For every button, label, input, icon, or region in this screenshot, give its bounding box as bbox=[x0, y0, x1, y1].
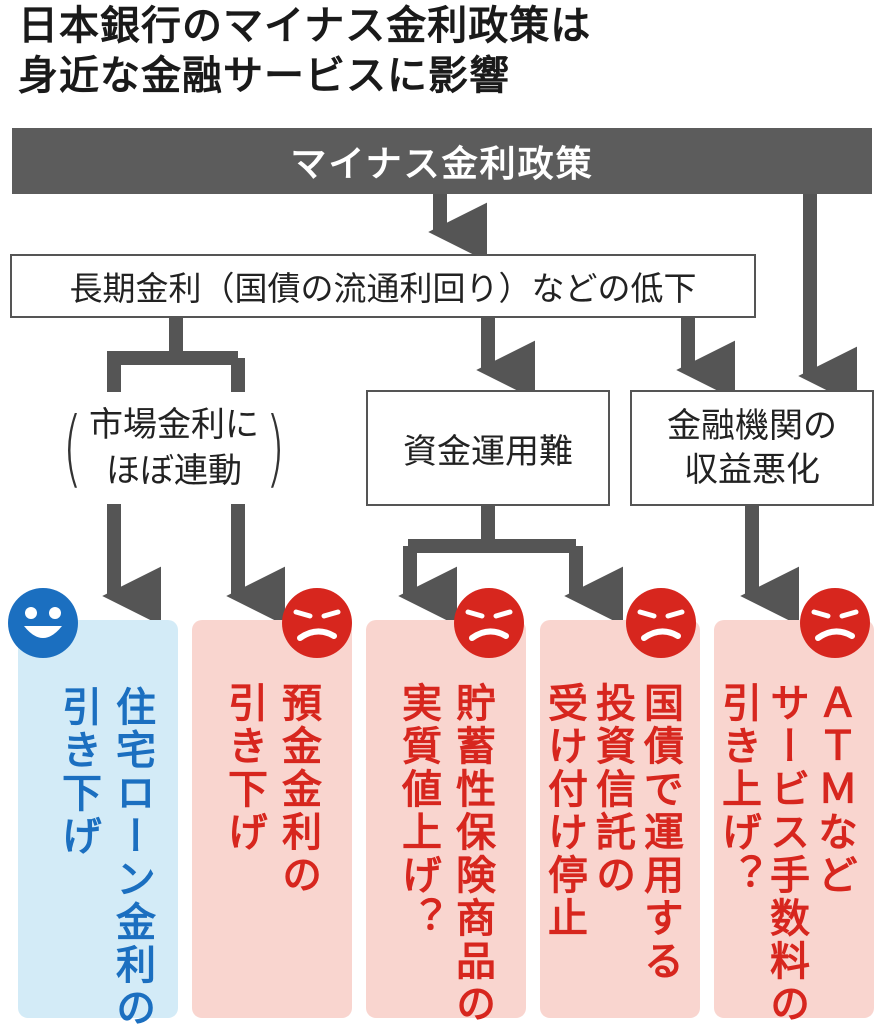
outcome-2-col-1: 預金金利の bbox=[275, 682, 321, 897]
bank-profit-decline-box: 金融機関の 収益悪化 bbox=[630, 390, 874, 506]
title-line-1: 日本銀行のマイナス金利政策は bbox=[18, 3, 592, 49]
title-line-2: 身近な金融サービスに影響 bbox=[18, 53, 510, 99]
outcome-card-atm-fees: ＡＴＭなど サービス手数料の 引き上げ？ bbox=[714, 620, 874, 1026]
market-link-line-2: ほぼ連動 bbox=[106, 451, 242, 491]
branch-left bbox=[107, 318, 183, 392]
outcome-card-investment-trust: 国債で運用する 投資信託の 受け付け停止 bbox=[540, 620, 700, 1018]
outcome-5-col-3: 引き上げ？ bbox=[715, 682, 761, 897]
outcome-card-deposit-rate: 預金金利の 引き下げ bbox=[192, 620, 352, 1018]
kikan-line-1: 金融機関の bbox=[667, 406, 837, 446]
outcome-4-col-2: 投資信託の bbox=[589, 682, 635, 897]
outcome-card-savings-insurance: 貯蓄性保険商品の 実質値上げ？ bbox=[366, 620, 526, 1026]
outcome-5-col-1: ＡＴＭなど bbox=[811, 682, 857, 897]
outcome-card-mortgage: 住宅ローン金利の 引き下げ bbox=[18, 620, 178, 1030]
outcome-5-col-2: サービス手数料の bbox=[763, 682, 809, 1026]
market-link-line-1: 市場金利に bbox=[89, 405, 259, 445]
sad-face-icon bbox=[800, 588, 870, 658]
market-link-note: ( 市場金利に ほぼ連動 ) bbox=[54, 398, 294, 498]
top-box-negative-rate-policy: マイナス金利政策 bbox=[12, 128, 872, 194]
fund-management-difficulty-box: 資金運用難 bbox=[366, 390, 610, 506]
smile-face-icon bbox=[8, 588, 78, 658]
sad-face-icon bbox=[454, 588, 524, 658]
outcome-4-col-3: 受け付け停止 bbox=[541, 682, 587, 940]
outcome-3-col-2: 実質値上げ？ bbox=[395, 682, 441, 940]
left-paren: ( bbox=[62, 399, 83, 497]
right-paren: ) bbox=[265, 399, 286, 497]
outcome-3-col-1: 貯蓄性保険商品の bbox=[449, 682, 495, 1026]
sad-face-icon bbox=[282, 588, 352, 658]
outcome-1-col-2: 引き下げ bbox=[55, 686, 101, 858]
kikan-line-2: 収益悪化 bbox=[684, 450, 820, 490]
long-term-rate-box: 長期金利（国債の流通利回り）などの低下 bbox=[10, 254, 756, 318]
outcome-1-col-1: 住宅ローン金利の bbox=[109, 686, 155, 1030]
sad-face-icon bbox=[626, 588, 696, 658]
outcome-2-col-2: 引き下げ bbox=[221, 682, 267, 854]
outcome-4-col-1: 国債で運用する bbox=[637, 682, 683, 983]
